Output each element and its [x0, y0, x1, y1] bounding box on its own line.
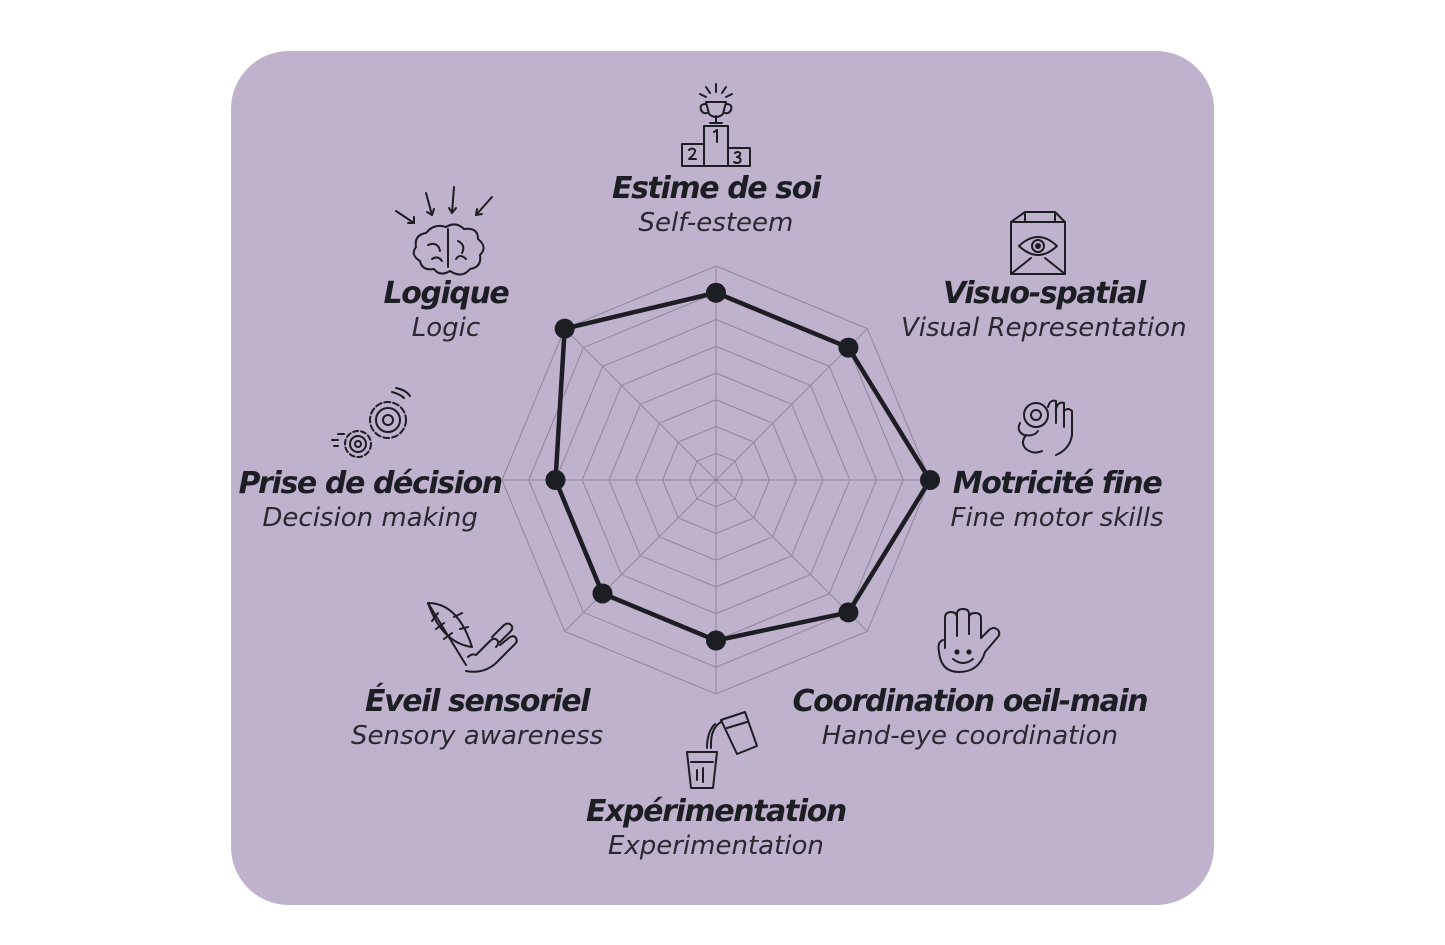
chart-card — [231, 51, 1214, 905]
cube-eye-icon — [1005, 208, 1071, 278]
data-point — [706, 630, 726, 651]
feather-hand-icon — [424, 597, 524, 687]
data-point — [920, 470, 940, 490]
axis-label-fr: Éveil sensoriel — [365, 684, 591, 719]
gears-icon — [330, 386, 422, 468]
grid-spoke — [564, 328, 717, 481]
axis-label-sensory: Éveil sensoriel Sensory awareness — [351, 684, 604, 751]
data-point — [592, 583, 613, 604]
data-point — [554, 318, 575, 339]
axis-label-fine-motor: Motricité fine Fine motor skills — [950, 466, 1164, 533]
pouring-glass-icon — [683, 708, 763, 790]
axis-label-en: Logic — [411, 312, 481, 343]
data-point — [838, 337, 859, 358]
podium-trophy-icon — [676, 80, 756, 168]
axis-label-fr: Visuo-spatial — [942, 276, 1146, 311]
axis-label-visuo-spatial: Visuo-spatial Visual Representation — [901, 276, 1187, 343]
radar-chart — [501, 265, 940, 695]
axis-label-fr: Motricité fine — [952, 466, 1163, 501]
grid-spoke — [564, 479, 717, 632]
data-point — [545, 470, 566, 490]
axis-label-hand-eye: Coordination oeil-main Hand-eye coordina… — [792, 684, 1149, 751]
axis-label-en: Hand-eye coordination — [821, 720, 1118, 751]
data-point — [838, 602, 859, 623]
axis-label-fr: Expérimentation — [586, 794, 847, 829]
axis-label-logic: Logique Logic — [383, 276, 510, 343]
axis-label-en: Sensory awareness — [351, 720, 604, 751]
axis-label-fr: Coordination oeil-main — [792, 684, 1149, 719]
data-point — [706, 282, 726, 303]
axis-label-en: Decision making — [262, 502, 478, 533]
axis-label-en: Self-esteem — [638, 207, 794, 238]
axis-label-fr: Estime de soi — [612, 171, 821, 206]
hand-fidget-icon — [1012, 393, 1080, 461]
axis-label-decision: Prise de décision Decision making — [238, 466, 504, 533]
smiling-hand-icon — [935, 608, 1005, 676]
brain-arrows-icon — [392, 183, 496, 277]
axis-label-en: Visual Representation — [901, 312, 1187, 343]
axis-label-en: Experimentation — [607, 830, 824, 861]
axis-label-experimentation: Expérimentation Experimentation — [586, 794, 847, 861]
axis-label-fr: Logique — [383, 276, 510, 311]
axis-label-self-esteem: Estime de soi Self-esteem — [612, 171, 821, 238]
axis-label-en: Fine motor skills — [950, 502, 1164, 533]
axis-label-fr: Prise de décision — [238, 466, 504, 501]
